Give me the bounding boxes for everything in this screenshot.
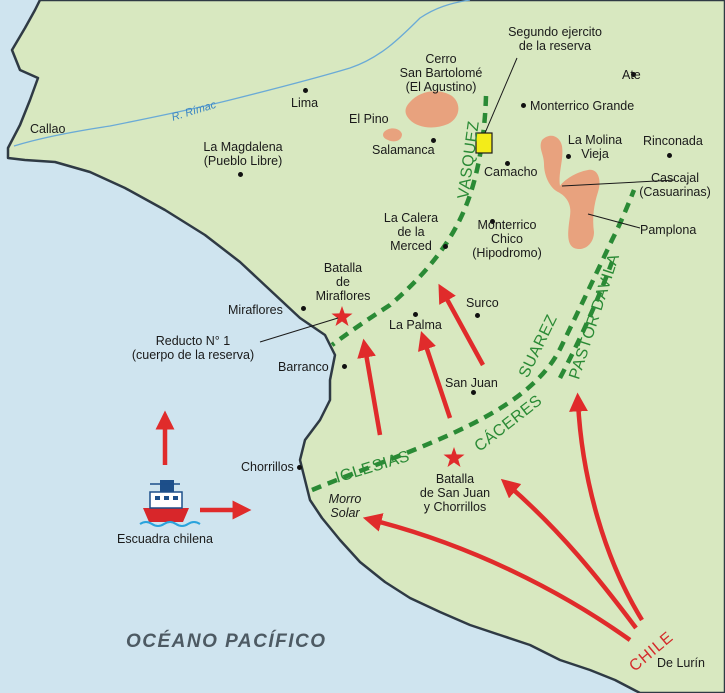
dot-calera [443, 244, 448, 249]
arrow-to-miraflores [357, 338, 383, 436]
label-cascajal: Cascajal (Casuarinas) [639, 171, 711, 199]
arrow-to-la-palma [418, 331, 453, 419]
label-el-pino: El Pino [349, 112, 389, 126]
label-salamanca: Salamanca [372, 143, 435, 157]
label-monterrico-chico-line3: (Hipodromo) [472, 246, 542, 260]
dot-surco [475, 313, 480, 318]
label-morro-solar: Morro Solar [329, 492, 362, 520]
label-callao: Callao [30, 122, 66, 136]
dot-ate [631, 72, 636, 77]
dot-rinconada [667, 153, 672, 158]
label-surco: Surco [466, 296, 499, 310]
dot-la-molina [566, 154, 571, 159]
chilean-fleet-ship [139, 480, 201, 527]
dot-monterrico-grande [521, 103, 526, 108]
dot-miraflores [301, 306, 306, 311]
battle-star-san-juan [443, 447, 465, 467]
label-miraflores: Miraflores [228, 303, 283, 317]
la-molina-hills [540, 135, 600, 250]
dot-san-juan [471, 390, 476, 395]
dot-camacho [505, 161, 510, 166]
label-de-lurin: De Lurín [657, 656, 705, 670]
pamplona-leader [587, 213, 641, 229]
label-lima: Lima [291, 96, 319, 110]
arrow-to-chorrillos [500, 478, 638, 630]
battle-star-miraflores [331, 306, 353, 326]
label-monterrico-chico: Monterrico Chico (Hipodromo) [472, 218, 541, 260]
label-cerro-san-bartolome: Cerro San Bartolomé (El Agustino) [400, 52, 483, 94]
label-camacho: Camacho [484, 165, 538, 179]
label-monterrico-chico-line1: Monterrico [477, 218, 537, 232]
dot-salamanca [431, 138, 436, 143]
label-magdalena-line2: (Pueblo Libre) [203, 154, 283, 168]
label-la-calera: La Calera de la Merced [384, 211, 438, 253]
label-calera-line2: de la [397, 225, 425, 239]
label-cascajal-line2: (Casuarinas) [639, 185, 711, 199]
arrow-to-pastor-davila [569, 392, 644, 622]
label-cerro-line2: San Bartolomé [399, 66, 483, 80]
label-la-palma: La Palma [389, 318, 442, 332]
label-calera-line1: La Calera [383, 211, 439, 225]
label-cerro-line1: Cerro [425, 52, 457, 66]
cerro-san-bartolome-hill [405, 91, 459, 128]
label-segundo-reserva: Segundo ejercito de la reserva [508, 25, 602, 53]
dot-monterrico-chico [490, 219, 495, 224]
label-magdalena-line1: La Magdalena [203, 140, 283, 154]
segundo-reserva-leader [484, 57, 518, 134]
label-batalla-sj-line3: y Chorrillos [423, 500, 487, 514]
dot-la-palma [413, 312, 418, 317]
label-reducto-line1: Reducto N° 1 [155, 334, 231, 348]
label-batalla-mira-line1: Batalla [323, 261, 363, 275]
arrow-to-morro-solar [362, 513, 632, 642]
label-reducto-line2: (cuerpo de la reserva) [131, 348, 255, 362]
label-cerro-line3: (El Agustino) [405, 80, 477, 94]
label-la-molina-line1: La Molina [567, 133, 623, 147]
cascajal-leader [561, 179, 676, 187]
label-segundo-line2: de la reserva [518, 39, 592, 53]
dot-barranco [342, 364, 347, 369]
iglesias-caceres-suarez-line [311, 189, 637, 493]
label-batalla-sj-line2: de San Juan [419, 486, 491, 500]
label-escuadra-chilena: Escuadra chilena [117, 532, 213, 546]
label-monterrico-chico-line2: Chico [491, 232, 523, 246]
dot-chorrillos [297, 465, 302, 470]
ocean-label: OCÉANO PACÍFICO [126, 631, 327, 652]
label-morro-line2: Solar [330, 506, 360, 520]
label-segundo-line1: Segundo ejercito [508, 25, 602, 39]
el-pino-hill [383, 128, 402, 142]
dot-lima [303, 88, 308, 93]
label-batalla-sj-line1: Batalla [435, 472, 475, 486]
label-magdalena: La Magdalena (Pueblo Libre) [203, 140, 282, 168]
label-calera-line3: Merced [390, 239, 432, 253]
label-san-juan: San Juan [445, 376, 498, 390]
label-pamplona: Pamplona [640, 223, 697, 237]
label-batalla-mira-line3: Miraflores [315, 289, 371, 303]
label-ate: Ate [622, 68, 641, 82]
label-reducto: Reducto N° 1 (cuerpo de la reserva) [132, 334, 254, 362]
label-chorrillos: Chorrillos [241, 460, 294, 474]
rimac-river [13, 0, 471, 147]
segundo-reserva-box [475, 132, 493, 154]
label-barranco: Barranco [278, 360, 329, 374]
label-la-molina-vieja: La Molina Vieja [568, 133, 622, 161]
label-batalla-san-juan: Batalla de San Juan y Chorrillos [420, 472, 490, 514]
chile-advance-arrows [155, 283, 644, 642]
label-batalla-miraflores: Batalla de Miraflores [316, 261, 371, 303]
label-batalla-mira-line2: de [336, 275, 350, 289]
label-monterrico-grande: Monterrico Grande [530, 99, 635, 113]
label-la-molina-line2: Vieja [581, 147, 609, 161]
dot-magdalena [238, 172, 243, 177]
label-cascajal-line1: Cascajal [651, 171, 699, 185]
arrow-to-surco [438, 283, 485, 367]
reducto-leader [259, 317, 339, 343]
label-rinconada: Rinconada [643, 134, 703, 148]
label-morro-line1: Morro [328, 492, 362, 506]
